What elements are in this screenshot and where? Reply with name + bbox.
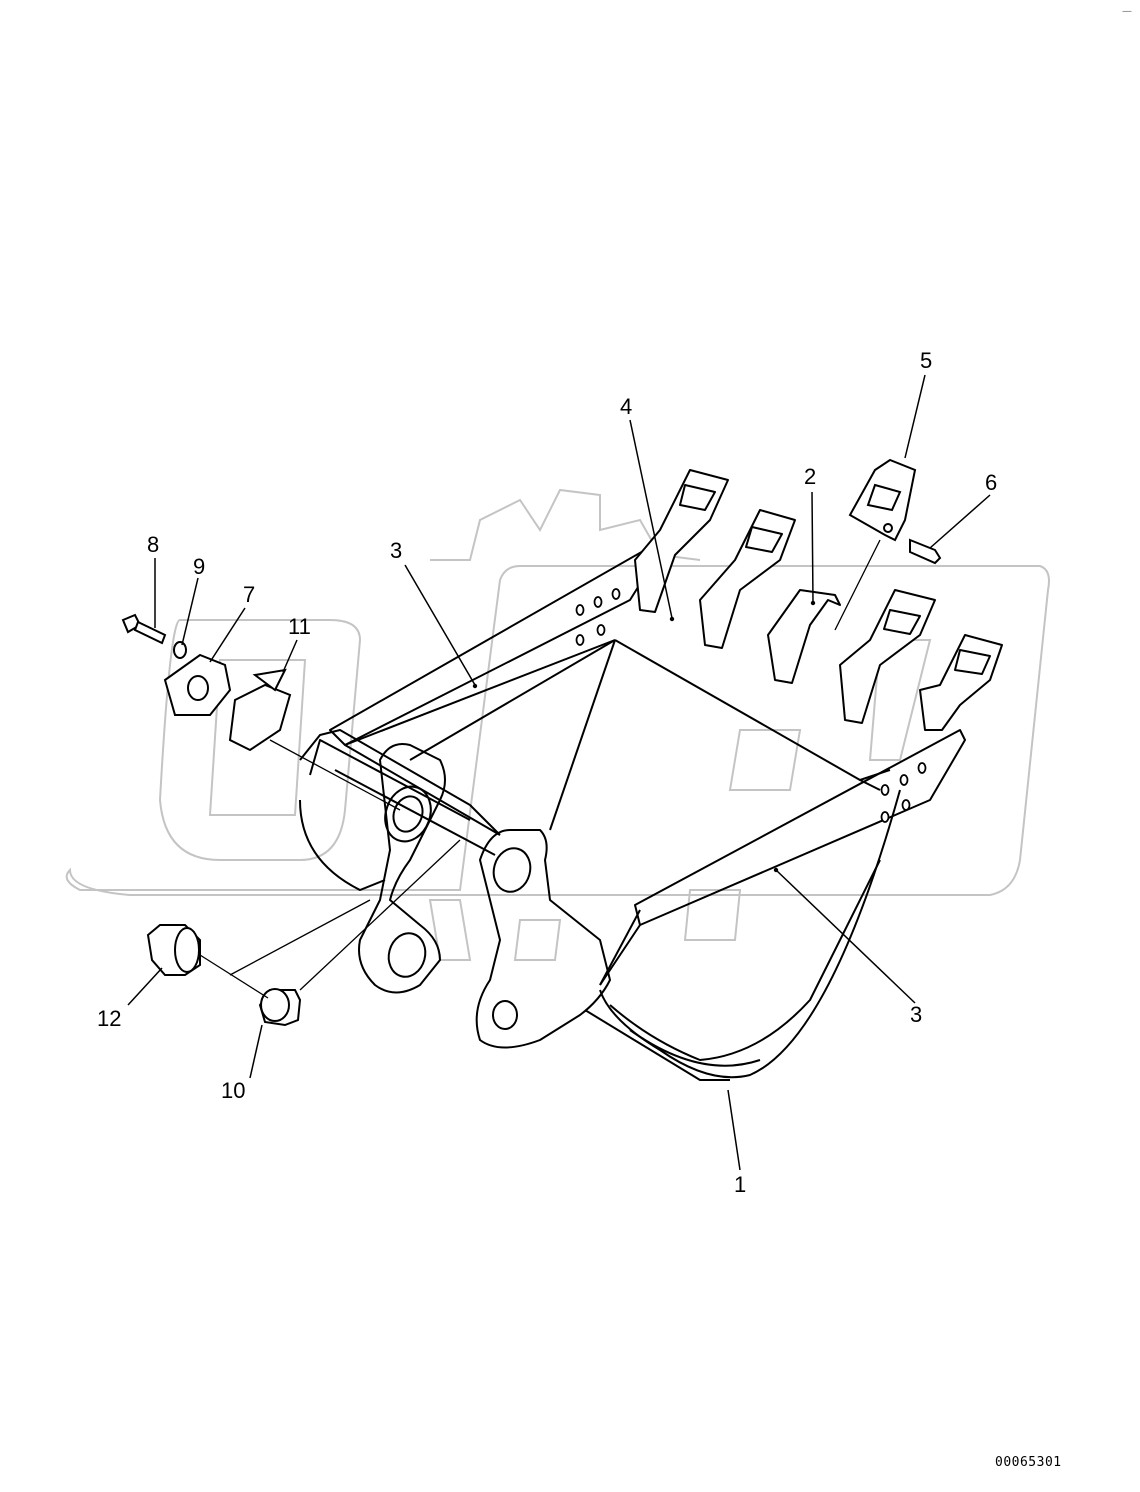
callout-3-left: 3: [390, 538, 403, 563]
leader-lines: [127, 374, 991, 1171]
watermark-logo: [65, 488, 1050, 961]
callout-6: 6: [985, 470, 998, 495]
callout-9: 9: [193, 554, 206, 579]
callout-2: 2: [804, 464, 817, 489]
callout-10: 10: [221, 1078, 246, 1103]
bucket-body: [299, 549, 966, 1081]
side-plate-holes: [575, 588, 927, 823]
corner-mark: —: [1122, 6, 1132, 17]
bucket-teeth: [634, 469, 1003, 731]
reference-lines: [199, 539, 881, 999]
loose-parts: [121, 613, 302, 1027]
callout-12: 12: [97, 1006, 122, 1031]
callout-1: 1: [734, 1172, 747, 1197]
drawing-number: 00065301: [995, 1455, 1062, 1470]
callout-3-right: 3: [910, 1002, 923, 1027]
callout-4: 4: [620, 394, 633, 419]
leader-dots: [472, 600, 816, 873]
tooth-pin: [909, 538, 942, 565]
callout-8: 8: [147, 532, 160, 557]
callout-7: 7: [243, 582, 256, 607]
callout-5: 5: [920, 348, 933, 373]
callout-11: 11: [288, 614, 311, 639]
tooth-point: [848, 458, 917, 542]
